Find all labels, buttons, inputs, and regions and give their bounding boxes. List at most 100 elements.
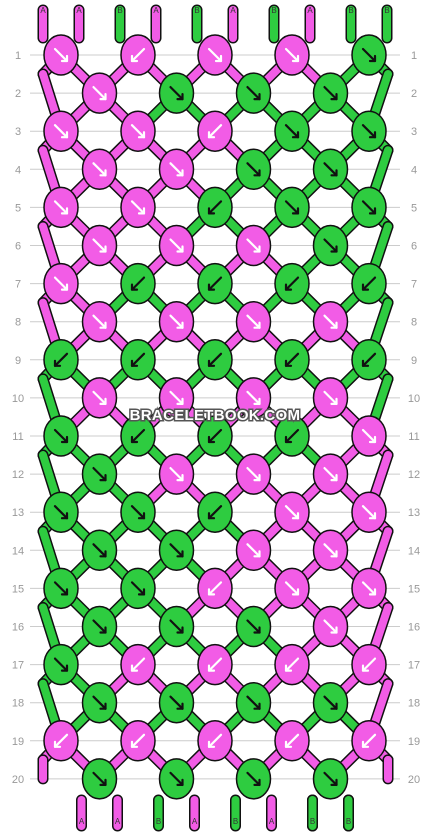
knot-arrowhead (330, 474, 338, 482)
knot-arrowhead (284, 664, 293, 672)
knot-arrowhead (284, 283, 293, 291)
row-number-left: 4 (15, 164, 21, 176)
knot (235, 681, 272, 724)
knot-arrow-se-icon (53, 200, 69, 215)
knot-arrowhead (330, 245, 338, 253)
knot-arrowhead (330, 397, 338, 405)
knot (235, 224, 272, 267)
knot (274, 491, 310, 533)
row-number-right: 11 (408, 431, 419, 443)
knot-arrow-se-icon (169, 162, 184, 177)
knot-arrowhead (291, 512, 300, 520)
knot-arrowhead (361, 664, 370, 672)
knot-arrow-se-icon (53, 47, 69, 63)
knot (312, 758, 349, 800)
knot-arrowhead (361, 283, 370, 291)
knot (43, 262, 79, 305)
knot-arrow-se-icon (323, 314, 338, 329)
knot-arrowhead (176, 474, 184, 482)
knot-arrow-sw-icon (207, 505, 223, 520)
knot-arrowhead (176, 550, 184, 558)
knot-arrow-sw-icon (130, 733, 146, 748)
knot-arrowhead (368, 207, 377, 215)
strand-top-end-label: B (271, 6, 276, 15)
strand-top-end-label: A (76, 6, 82, 15)
knot-arrow-se-icon (246, 695, 261, 710)
knot-arrow-se-icon (169, 467, 184, 482)
knot-arrowhead (284, 740, 293, 748)
knot-arrowhead (207, 512, 216, 520)
knot-arrow-se-icon (130, 581, 146, 596)
knot-arrowhead (60, 435, 69, 444)
knot-arrow-se-icon (284, 505, 300, 520)
row-number-right: 7 (411, 279, 417, 291)
knot-arrow-se-icon (169, 85, 184, 101)
row-number-left: 3 (15, 126, 21, 138)
knot (43, 339, 79, 381)
knot-arrowhead (291, 131, 300, 139)
knot (274, 567, 310, 610)
knot-arrowhead (330, 702, 338, 710)
knot-arrow-se-icon (284, 47, 300, 63)
row-number-left: 13 (12, 507, 24, 519)
row-number-left: 10 (12, 393, 24, 405)
knot-grid (43, 34, 387, 800)
knot-arrowhead (99, 778, 107, 787)
knot-arrow-se-icon (323, 543, 338, 558)
strand-top-end-label: A (230, 6, 236, 15)
knot (120, 643, 156, 686)
knot (312, 529, 349, 572)
knot-arrowhead (53, 359, 62, 367)
knot-arrow-se-icon (246, 85, 261, 101)
knot (81, 300, 118, 343)
knot-arrowhead (137, 207, 146, 215)
knot (351, 643, 387, 686)
knot (43, 643, 79, 686)
knot (274, 415, 310, 457)
knot-arrow-se-icon (284, 581, 300, 596)
knot (351, 34, 387, 76)
knot (312, 605, 349, 648)
knot-arrowhead (253, 778, 261, 787)
knot-arrowhead (137, 512, 146, 520)
knot-arrowhead (207, 359, 216, 367)
knot (120, 339, 156, 381)
row-number-right: 20 (408, 774, 420, 786)
knot-arrow-sw-icon (207, 200, 223, 215)
knot-arrow-sw-icon (284, 733, 300, 748)
knot-arrowhead (368, 131, 377, 139)
knot-arrow-se-icon (323, 771, 338, 787)
knot-arrow-se-icon (92, 467, 107, 482)
knot (351, 720, 387, 762)
knot (274, 186, 310, 229)
knot-arrow-se-icon (246, 771, 261, 787)
knot-arrow-se-icon (246, 390, 261, 405)
knot-arrow-se-icon (169, 543, 184, 558)
knot-arrow-se-icon (361, 200, 377, 215)
knot-arrowhead (53, 740, 62, 748)
knot-arrow-se-icon (169, 771, 184, 787)
knot-arrow-se-icon (169, 238, 184, 253)
knot-arrow-se-icon (246, 238, 261, 253)
knot (235, 377, 272, 419)
row-number-left: 17 (12, 660, 24, 672)
knot (351, 262, 387, 305)
row-number-left: 6 (15, 241, 21, 253)
knot-arrow-se-icon (284, 200, 300, 215)
knot-arrow-se-icon (361, 581, 377, 596)
knot (312, 681, 349, 724)
knot-arrowhead (330, 626, 338, 634)
knot-arrowhead (253, 321, 261, 329)
row-number-right: 6 (411, 241, 417, 253)
knot-arrow-se-icon (246, 619, 261, 634)
knot-arrowhead (176, 321, 184, 329)
knot-arrow-se-icon (53, 581, 69, 596)
strand-bottom-end-label: A (115, 817, 121, 826)
knot-arrowhead (368, 512, 377, 520)
knot-arrowhead (330, 550, 338, 558)
strand-bottom-end-label: A (192, 817, 198, 826)
knot-arrow-se-icon (246, 314, 261, 329)
knot-arrow-sw-icon (53, 733, 69, 748)
knot-arrow-sw-icon (361, 352, 377, 367)
